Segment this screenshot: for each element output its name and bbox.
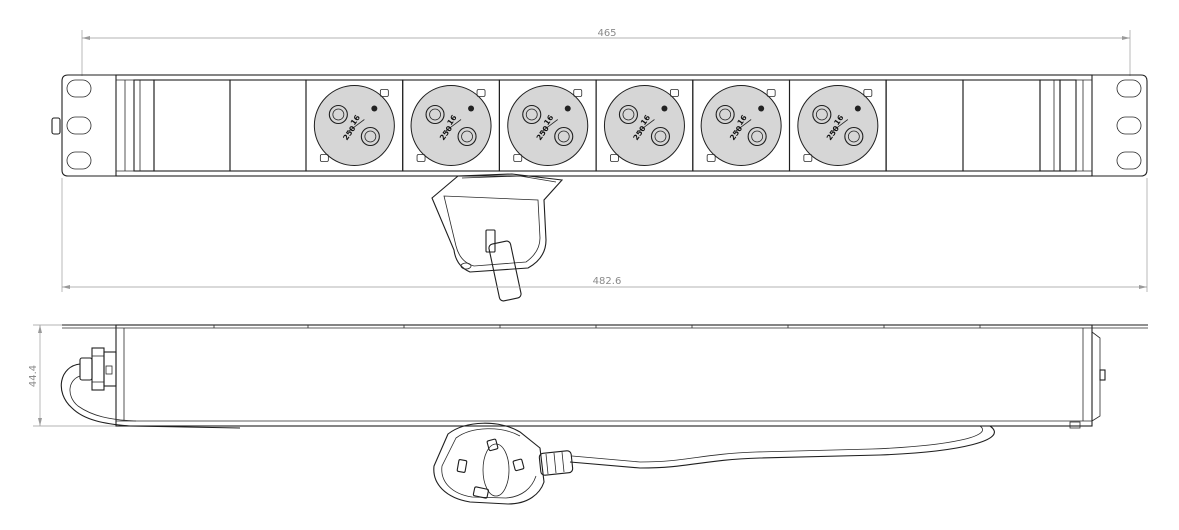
blank-module-left-1	[153, 79, 231, 172]
dimension-height: 44.4	[28, 324, 116, 427]
dimension-inner-width: 465	[81, 28, 1131, 76]
pin-hole-icon	[747, 126, 767, 147]
screw-icon	[758, 105, 765, 112]
power-cable-loop	[60, 363, 241, 429]
side-housing	[115, 324, 1106, 429]
pin-hole-icon	[522, 104, 542, 125]
cable-gland	[79, 347, 117, 391]
earth-clip-icon	[513, 154, 523, 162]
earth-clip-icon	[863, 89, 873, 97]
screw-icon	[854, 105, 861, 112]
pin-hole-icon	[844, 126, 864, 147]
blank-modules	[153, 79, 1041, 172]
pin-hole-icon	[360, 126, 380, 147]
dimension-overall-width: 482.6	[61, 178, 1148, 292]
pin-hole-icon	[457, 126, 477, 147]
pin-hole-icon	[812, 104, 832, 125]
earth-clip-icon	[610, 154, 619, 162]
screw-icon	[371, 105, 378, 112]
earth-clip-icon	[319, 154, 329, 162]
left-mounting-ear	[51, 74, 116, 177]
blank-module-left-2	[229, 79, 307, 172]
earth-clip-icon	[416, 154, 426, 162]
dimension-inner-width-label: 465	[597, 28, 616, 39]
screw-icon	[661, 105, 668, 112]
earth-clip-icon	[706, 154, 716, 162]
pin-hole-icon	[715, 104, 735, 125]
front-angled-plug	[431, 173, 564, 302]
pin-hole-icon	[650, 126, 671, 147]
earth-clip-icon	[379, 89, 389, 97]
dimension-overall-width-label: 482.6	[593, 276, 622, 287]
earth-clip-icon	[766, 89, 776, 97]
pin-hole-icon	[554, 126, 574, 147]
side-schuko-plug	[433, 422, 574, 505]
screw-icon	[468, 105, 475, 112]
blank-module-right-1	[885, 79, 964, 172]
power-cable-to-plug	[569, 425, 995, 469]
pin-hole-icon	[618, 104, 639, 125]
earth-clip-icon	[573, 89, 583, 97]
side-top-segment-marks	[213, 325, 981, 328]
dimension-height-label: 44.4	[28, 365, 39, 387]
side-view: 44.4	[28, 324, 1148, 505]
pin-hole-icon	[425, 104, 445, 125]
front-view: 465	[51, 28, 1148, 302]
earth-clip-icon	[803, 154, 813, 162]
blank-module-right-2	[962, 79, 1041, 172]
screw-icon	[564, 105, 571, 112]
right-mounting-ear	[1092, 74, 1148, 177]
earth-clip-icon	[670, 89, 679, 97]
earth-clip-icon	[476, 89, 486, 97]
pin-hole-icon	[328, 104, 348, 125]
